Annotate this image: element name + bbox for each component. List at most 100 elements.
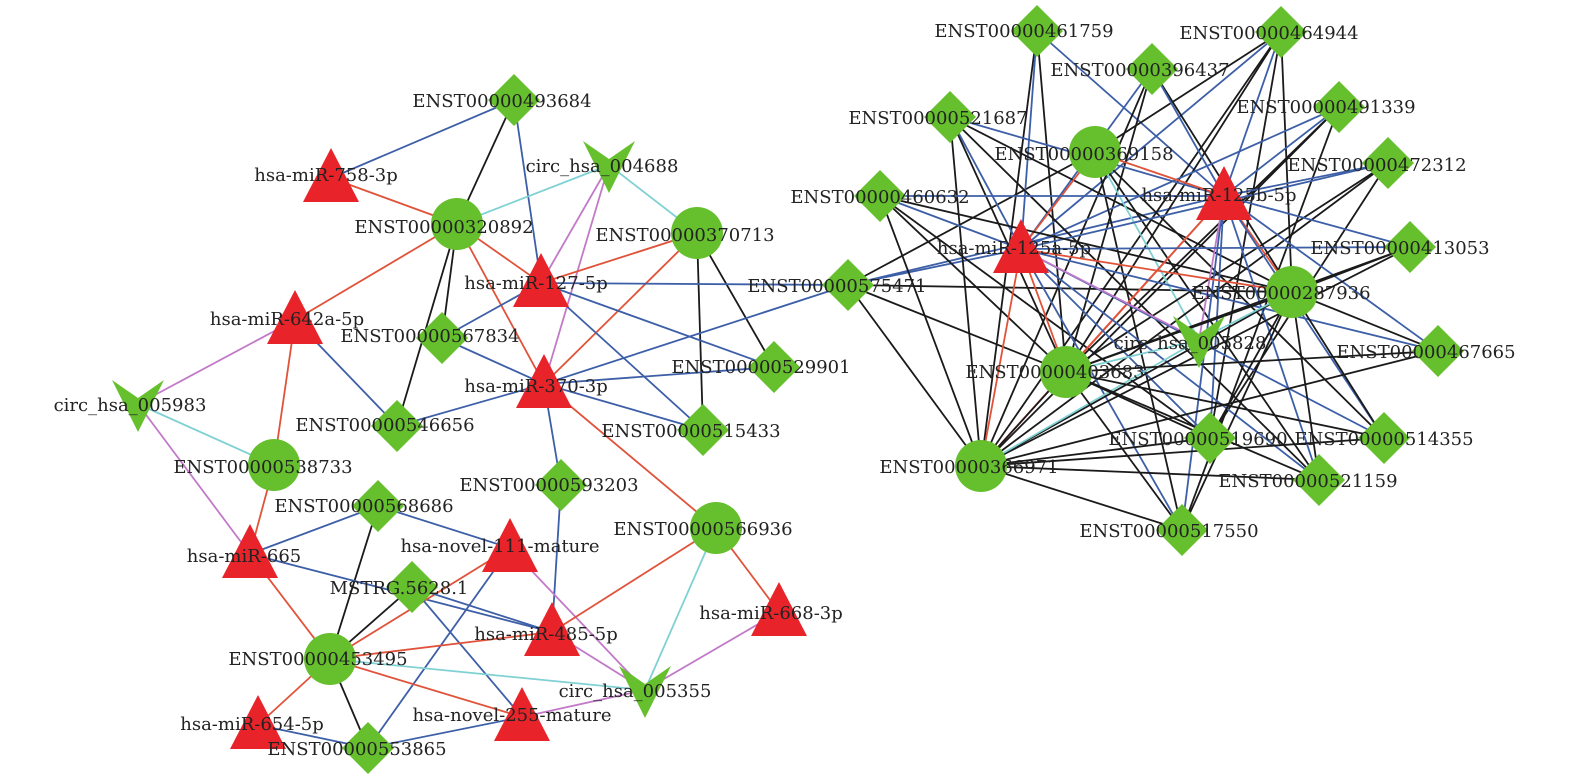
node-diamond-enst00000521159[interactable] [1293,454,1345,506]
node-triangle-hsa-mir-125b-5p[interactable] [1196,166,1252,220]
edge-enst00000369158-to-enst00000514355 [1094,151,1385,439]
edge-enst00000491339-to-hsa-mir-125a-5p [1020,106,1340,250]
edge-enst00000370713-to-enst00000515433 [696,232,704,431]
node-label-enst00000515433: ENST00000515433 [601,421,780,442]
edge-circ-hsa-004688-to-hsa-mir-370-3p [543,164,610,385]
node-label-enst00000464944: ENST00000464944 [1179,23,1358,44]
node-label-hsa-mir-668-3p: hsa-miR-668-3p [699,603,843,624]
edge-enst00000575471-to-hsa-mir-125b-5p [847,195,1225,286]
node-circle-enst00000366971[interactable] [955,440,1007,492]
node-diamond-enst00000519690[interactable] [1184,412,1236,464]
edge-enst00000460632-to-enst00000403683 [879,195,1067,373]
node-diamond-mstrg-5628-1[interactable] [386,561,438,613]
node-circle-enst00000369158[interactable] [1069,126,1121,178]
node-diamond-enst00000575471[interactable] [822,259,874,311]
node-label-enst00000493684: ENST00000493684 [412,91,591,112]
edge-circ-hsa-004688-to-hsa-mir-127-5p [540,164,610,284]
edge-hsa-mir-370-3p-to-enst00000529901 [543,366,775,385]
node-diamond-enst00000413053[interactable] [1384,221,1436,273]
node-triangle-hsa-mir-654-5p[interactable] [230,695,286,749]
node-diamond-enst00000515433[interactable] [677,404,729,456]
edge-hsa-mir-125b-5p-to-enst00000403683 [1065,195,1225,373]
node-diamond-enst00000553865[interactable] [342,722,394,774]
node-diamond-enst00000521687[interactable] [924,91,976,143]
node-triangle-hsa-novel-255-mature[interactable] [494,687,550,741]
node-diamond-enst00000517550[interactable] [1156,504,1208,556]
edge-enst00000320892-to-hsa-mir-370-3p [456,223,545,385]
edge-mstrg-5628-1-to-hsa-novel-255-mature [411,586,523,718]
node-diamond-enst00000493684[interactable] [488,74,540,126]
edge-hsa-mir-370-3p-to-enst00000546656 [396,383,545,427]
edge-enst00000491339-to-hsa-mir-125b-5p [1223,106,1340,197]
edge-hsa-mir-125b-5p-to-enst00000514355 [1223,195,1385,439]
edge-enst00000453495-to-hsa-novel-255-mature [329,658,523,718]
node-triangle-hsa-mir-665[interactable] [222,524,278,578]
edge-enst00000403683-to-enst00000517550 [1065,371,1183,531]
edge-enst00000403683-to-enst00000521159 [1065,371,1320,481]
node-chevron-circ-hsa-005355[interactable] [619,666,671,718]
node-chevron-circ-hsa-005828[interactable] [1173,316,1225,368]
edge-enst00000369158-to-enst00000521159 [1094,151,1320,481]
node-diamond-enst00000567834[interactable] [416,312,468,364]
edge-enst00000514355-to-enst00000366971 [980,437,1385,467]
node-diamond-enst00000460632[interactable] [854,170,906,222]
edge-enst00000521687-to-enst00000521159 [949,116,1320,481]
node-diamond-enst00000464944[interactable] [1255,6,1307,58]
node-diamond-enst00000472312[interactable] [1362,137,1414,189]
node-label-enst00000453495: ENST00000453495 [228,649,407,670]
node-diamond-enst00000467665[interactable] [1412,325,1464,377]
node-triangle-hsa-novel-111-mature[interactable] [482,518,538,572]
edge-hsa-mir-125a-5p-to-enst00000517550 [1020,248,1183,531]
node-label-hsa-mir-125b-5p: hsa-miR-125b-5p [1141,185,1296,206]
node-diamond-enst00000529901[interactable] [748,341,800,393]
node-circle-enst00000538733[interactable] [248,439,300,491]
node-circle-enst00000287936[interactable] [1266,266,1318,318]
node-layer [112,5,1464,774]
node-diamond-enst00000568686[interactable] [352,480,404,532]
edge-hsa-mir-127-5p-to-enst00000575471 [540,282,849,286]
edge-enst00000575471-to-enst00000403683 [847,284,1067,373]
edge-enst00000396437-to-hsa-mir-125b-5p [1151,68,1225,197]
node-label-enst00000287936: ENST00000287936 [1191,283,1370,304]
node-triangle-hsa-mir-758-3p[interactable] [303,148,359,202]
node-triangle-hsa-mir-125a-5p[interactable] [993,219,1049,273]
node-triangle-hsa-mir-485-5p[interactable] [524,602,580,656]
node-diamond-enst00000546656[interactable] [371,400,423,452]
node-diamond-enst00000491339[interactable] [1313,81,1365,133]
node-chevron-circ-hsa-004688[interactable] [583,141,635,193]
node-circle-enst00000453495[interactable] [304,633,356,685]
edge-enst00000521687-to-enst00000366971 [949,116,982,467]
node-triangle-hsa-mir-370-3p[interactable] [516,354,572,408]
node-diamond-enst00000514355[interactable] [1358,412,1410,464]
node-label-enst00000517550: ENST00000517550 [1079,521,1258,542]
node-diamond-enst00000593203[interactable] [535,459,587,511]
node-circle-enst00000320892[interactable] [431,198,483,250]
edge-enst00000472312-to-enst00000403683 [1065,162,1389,373]
node-label-hsa-mir-370-3p: hsa-miR-370-3p [464,376,608,397]
node-label-circ-hsa-005983: circ_hsa_005983 [54,395,207,416]
edge-enst00000287936-to-enst00000521159 [1291,291,1320,481]
edge-enst00000464944-to-enst00000369158 [1094,31,1282,153]
node-triangle-hsa-mir-668-3p[interactable] [751,582,807,636]
node-label-enst00000514355: ENST00000514355 [1294,429,1473,450]
edge-enst00000464944-to-enst00000287936 [1280,31,1293,293]
edge-enst00000396437-to-enst00000366971 [980,68,1153,467]
node-circle-enst00000370713[interactable] [671,207,723,259]
node-label-hsa-mir-665: hsa-miR-665 [187,546,301,567]
edge-hsa-mir-125a-5p-to-enst00000287936 [1020,248,1293,293]
edge-enst00000369158-to-circ-hsa-005828 [1094,151,1200,341]
node-triangle-hsa-mir-127-5p[interactable] [513,253,569,307]
node-diamond-enst00000461759[interactable] [1011,5,1063,57]
edge-enst00000472312-to-enst00000366971 [980,162,1389,467]
edge-enst00000575471-to-enst00000366971 [847,284,982,467]
edge-hsa-mir-370-3p-to-enst00000575471 [543,284,849,385]
node-circle-enst00000566936[interactable] [690,502,742,554]
node-chevron-circ-hsa-005983[interactable] [112,380,164,432]
node-triangle-hsa-mir-642a-5p[interactable] [267,290,323,344]
node-diamond-enst00000396437[interactable] [1126,43,1178,95]
node-circle-enst00000403683[interactable] [1040,346,1092,398]
node-label-enst00000467665: ENST00000467665 [1336,342,1515,363]
edge-mstrg-5628-1-to-hsa-mir-485-5p [411,586,553,633]
node-label-enst00000521159: ENST00000521159 [1218,471,1397,492]
node-label-enst00000413053: ENST00000413053 [1310,238,1489,259]
